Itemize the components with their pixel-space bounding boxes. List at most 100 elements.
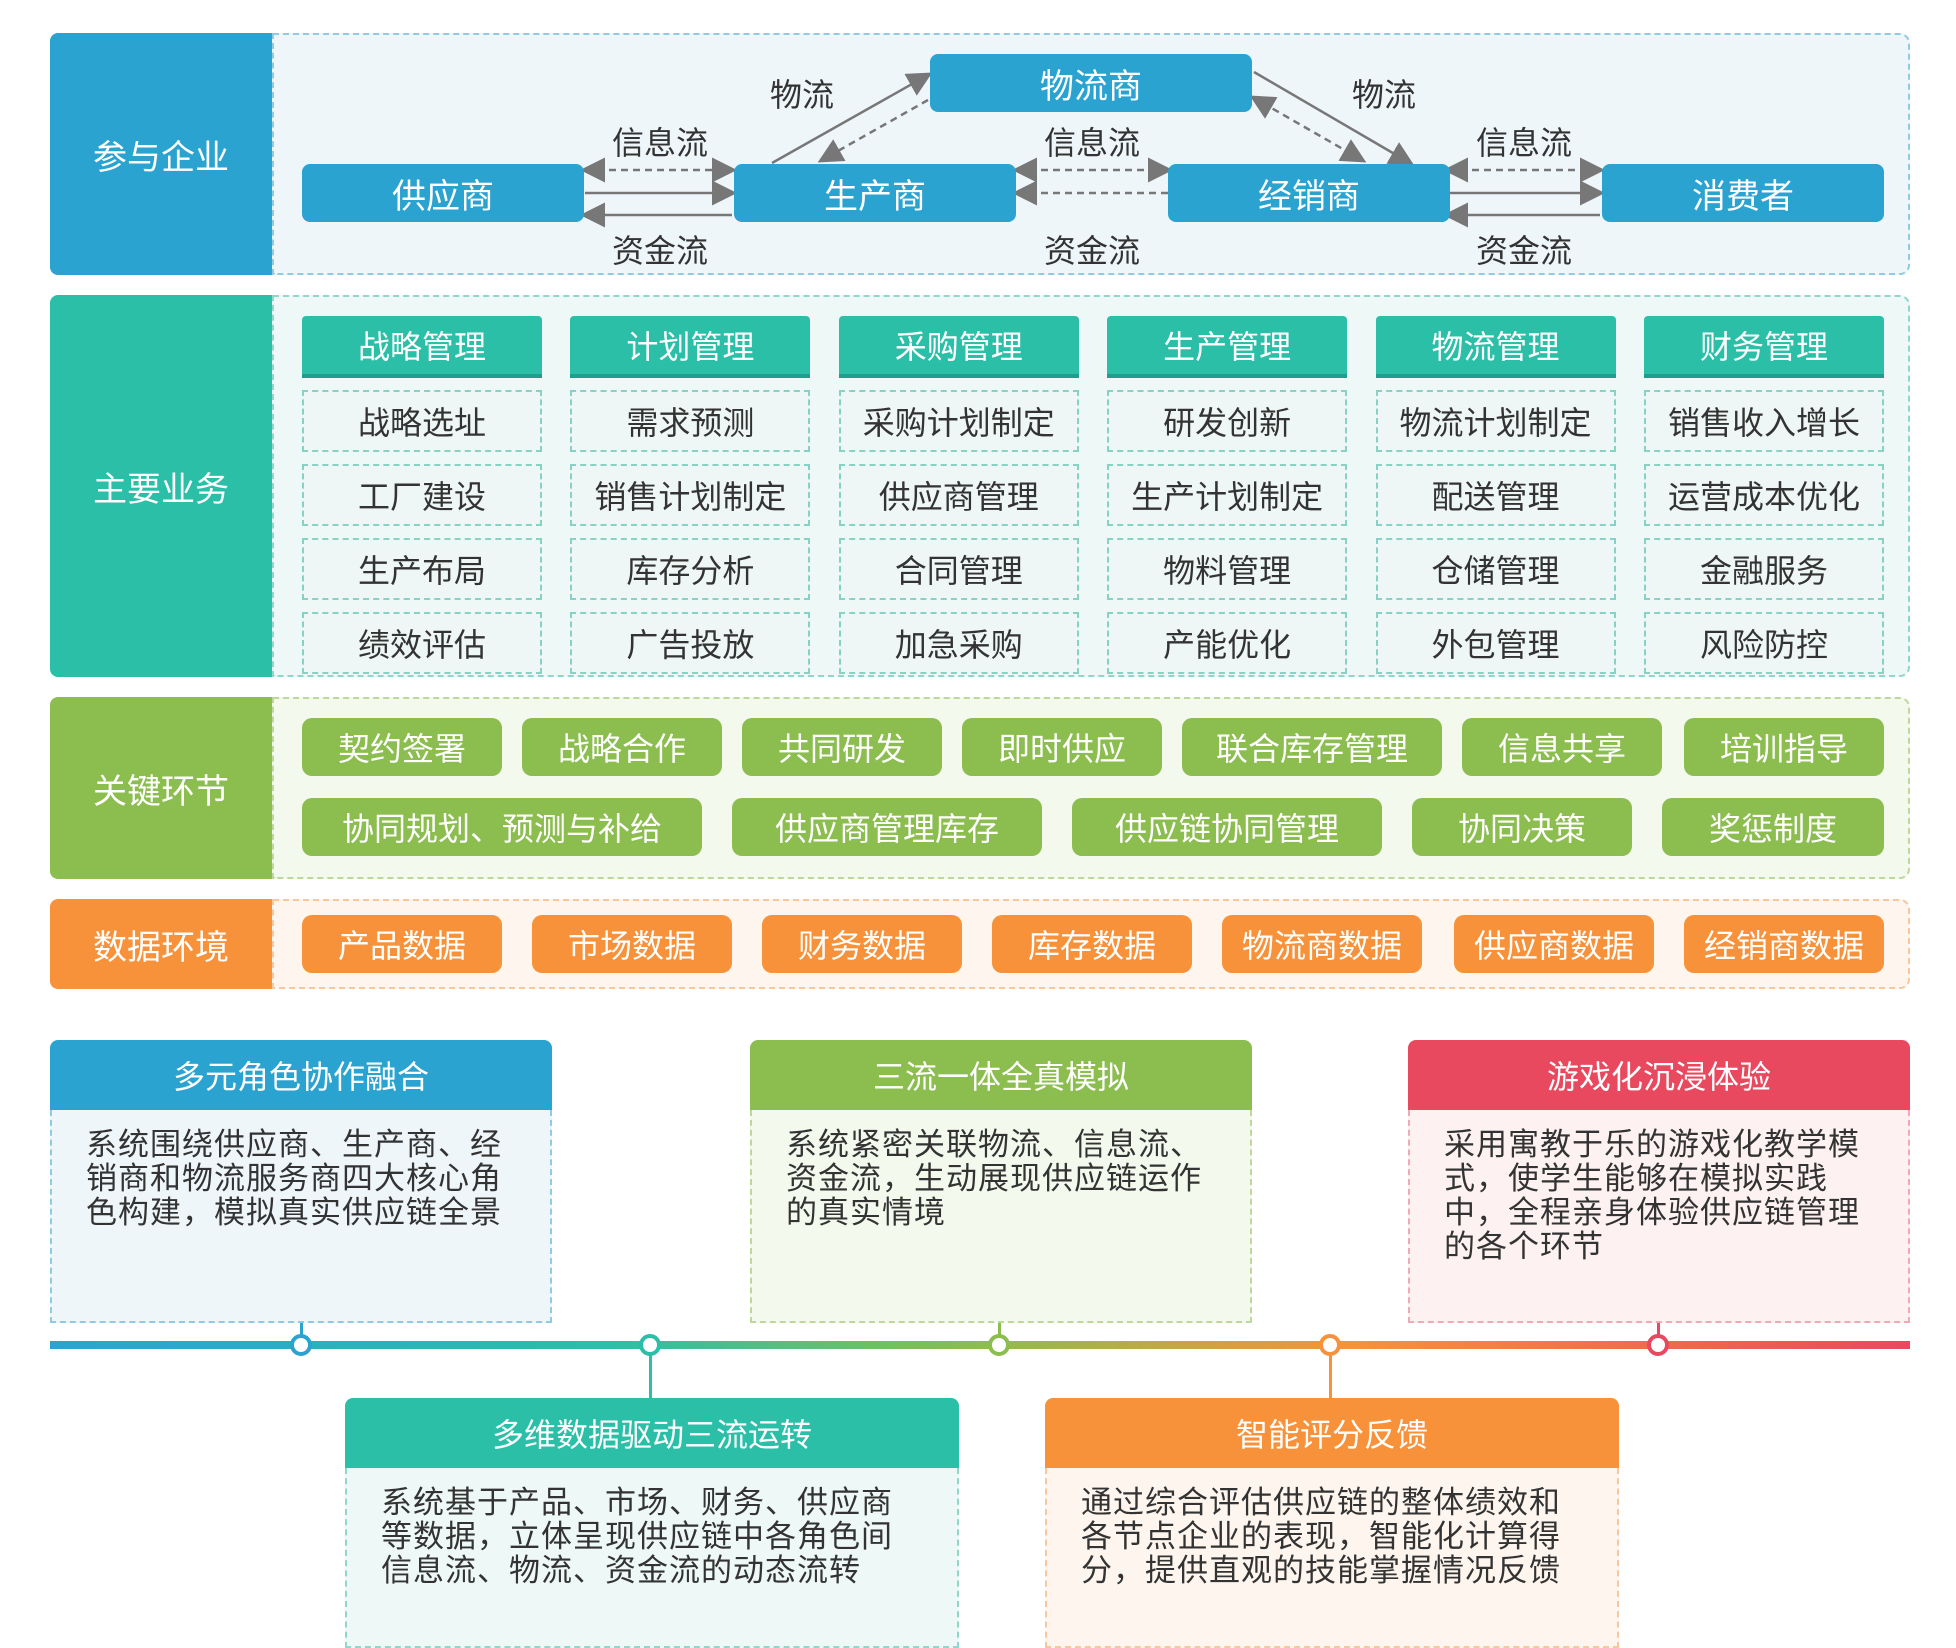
party-distributor: 经销商 [1168,164,1450,222]
column-item: 工厂建设 [302,464,542,526]
column-item: 采购计划制定 [838,390,1079,452]
row-label-business: 主要业务 [50,295,272,677]
key-link-pill: 协同决策 [1412,798,1632,856]
key-link-pill: 培训指导 [1684,718,1884,776]
flow-label-capital: 资金流 [1475,232,1572,270]
column-item: 销售计划制定 [570,464,811,526]
logistics-arrow-2 [771,72,933,165]
data-pill: 市场数据 [532,915,732,973]
flow-label-capital: 资金流 [611,232,708,270]
feature-text: 系统围绕供应商、生产商、经销商和物流服务商四大核心角色构建，模拟真实供应链全景 [50,1110,552,1323]
column-item: 生产计划制定 [1107,464,1348,526]
data-pill: 库存数据 [992,915,1192,973]
info-arrow-3 [1249,95,1367,163]
column-item: 风险防控 [1643,612,1884,674]
timeline-node [290,1334,312,1356]
column-title: 战略管理 [302,316,542,378]
flow-label-info: 信息流 [611,124,708,162]
column-title: 采购管理 [838,316,1079,378]
timeline-node [988,1334,1010,1356]
key-link-pill: 联合库存管理 [1182,718,1442,776]
row-label-participants: 参与企业 [50,33,272,275]
column-item: 配送管理 [1375,464,1616,526]
feature-title: 智能评分反馈 [1045,1398,1619,1468]
column-item: 绩效评估 [302,612,542,674]
flow-label-info: 信息流 [1043,124,1140,162]
party-supplier: 供应商 [302,164,584,222]
column-item: 合同管理 [838,538,1079,600]
feature-text: 采用寓教于乐的游戏化教学模式，使学生能够在模拟实践中，全程亲身体验供应链管理的各… [1408,1110,1910,1323]
key-link-pill: 战略合作 [522,718,722,776]
column-item: 广告投放 [570,612,811,674]
column-item: 产能优化 [1107,612,1348,674]
column-item: 外包管理 [1375,612,1616,674]
key-link-pill: 协同规划、预测与补给 [302,798,702,856]
flow-arrows [580,70,1605,228]
key-links-row-1: 契约签署 战略合作 共同研发 即时供应 联合库存管理 信息共享 培训指导 [302,718,1884,776]
column-item: 物料管理 [1107,538,1348,600]
data-pill: 物流商数据 [1222,915,1422,973]
data-env-row: 产品数据 市场数据 财务数据 库存数据 物流商数据 供应商数据 经销商数据 [302,915,1884,973]
data-pill: 财务数据 [762,915,962,973]
feature-text: 通过综合评估供应链的整体绩效和各节点企业的表现，智能化计算得分，提供直观的技能掌… [1045,1468,1619,1648]
row-label-data-text: 数据环境 [93,927,229,968]
column-item: 生产布局 [302,538,542,600]
row-label-business-text: 主要业务 [93,469,229,510]
column-item: 仓储管理 [1375,538,1616,600]
data-pill: 供应商数据 [1454,915,1654,973]
row-label-data: 数据环境 [50,899,272,989]
column-item: 加急采购 [838,612,1079,674]
feature-card-scoring: 智能评分反馈 通过综合评估供应链的整体绩效和各节点企业的表现，智能化计算得分，提… [1045,1398,1619,1648]
party-logistics: 物流商 [930,54,1252,112]
party-producer: 生产商 [734,164,1016,222]
party-consumer: 消费者 [1602,164,1884,222]
info-arrow-2 [817,98,929,163]
timeline-node [1647,1334,1669,1356]
column-item: 运营成本优化 [1643,464,1884,526]
timeline [50,1341,1910,1349]
key-link-pill: 奖惩制度 [1662,798,1884,856]
business-column-production: 生产管理 研发创新 生产计划制定 物料管理 产能优化 [1107,316,1348,674]
feature-card-simulation: 三流一体全真模拟 系统紧密关联物流、信息流、资金流，生动展现供应链运作的真实情境 [750,1040,1252,1323]
feature-card-roles: 多元角色协作融合 系统围绕供应商、生产商、经销商和物流服务商四大核心角色构建，模… [50,1040,552,1323]
row-label-participants-text: 参与企业 [93,137,229,178]
data-pill: 产品数据 [302,915,502,973]
column-title: 计划管理 [570,316,811,378]
business-columns: 战略管理 战略选址 工厂建设 生产布局 绩效评估 计划管理 需求预测 销售计划制… [302,316,1884,674]
party-logistics-label: 物流商 [1040,66,1142,107]
timeline-node [639,1334,661,1356]
business-column-logistics: 物流管理 物流计划制定 配送管理 仓储管理 外包管理 [1375,316,1616,674]
business-column-planning: 计划管理 需求预测 销售计划制定 库存分析 广告投放 [570,316,811,674]
feature-card-data: 多维数据驱动三流运转 系统基于产品、市场、财务、供应商等数据，立体呈现供应链中各… [345,1398,959,1648]
key-link-pill: 供应链协同管理 [1072,798,1382,856]
key-link-pill: 信息共享 [1462,718,1662,776]
column-item: 战略选址 [302,390,542,452]
business-panel [272,295,1910,677]
feature-title: 游戏化沉浸体验 [1408,1040,1910,1110]
timeline-bar [50,1341,1910,1349]
timeline-node [1319,1334,1341,1356]
connector-line [649,1354,652,1404]
feature-title: 多元角色协作融合 [50,1040,552,1110]
column-item: 金融服务 [1643,538,1884,600]
party-supplier-label: 供应商 [392,176,494,217]
column-item: 库存分析 [570,538,811,600]
connector-line [1329,1354,1332,1404]
business-column-strategy: 战略管理 战略选址 工厂建设 生产布局 绩效评估 [302,316,542,674]
column-title: 生产管理 [1107,316,1348,378]
feature-text: 系统基于产品、市场、财务、供应商等数据，立体呈现供应链中各角色间信息流、物流、资… [345,1468,959,1648]
flow-label-logistics: 物流 [1351,76,1416,114]
data-pill: 经销商数据 [1684,915,1884,973]
flow-label-capital: 资金流 [1043,232,1140,270]
key-link-pill: 契约签署 [302,718,502,776]
flow-label-info: 信息流 [1475,124,1572,162]
party-producer-label: 生产商 [824,176,926,217]
key-link-pill: 共同研发 [742,718,942,776]
feature-title: 三流一体全真模拟 [750,1040,1252,1110]
flow-label-logistics: 物流 [769,76,834,114]
feature-card-gamification: 游戏化沉浸体验 采用寓教于乐的游戏化教学模式，使学生能够在模拟实践中，全程亲身体… [1408,1040,1910,1323]
row-label-key: 关键环节 [50,697,272,879]
column-title: 物流管理 [1375,316,1616,378]
business-column-procurement: 采购管理 采购计划制定 供应商管理 合同管理 加急采购 [838,316,1079,674]
party-consumer-label: 消费者 [1692,176,1794,217]
